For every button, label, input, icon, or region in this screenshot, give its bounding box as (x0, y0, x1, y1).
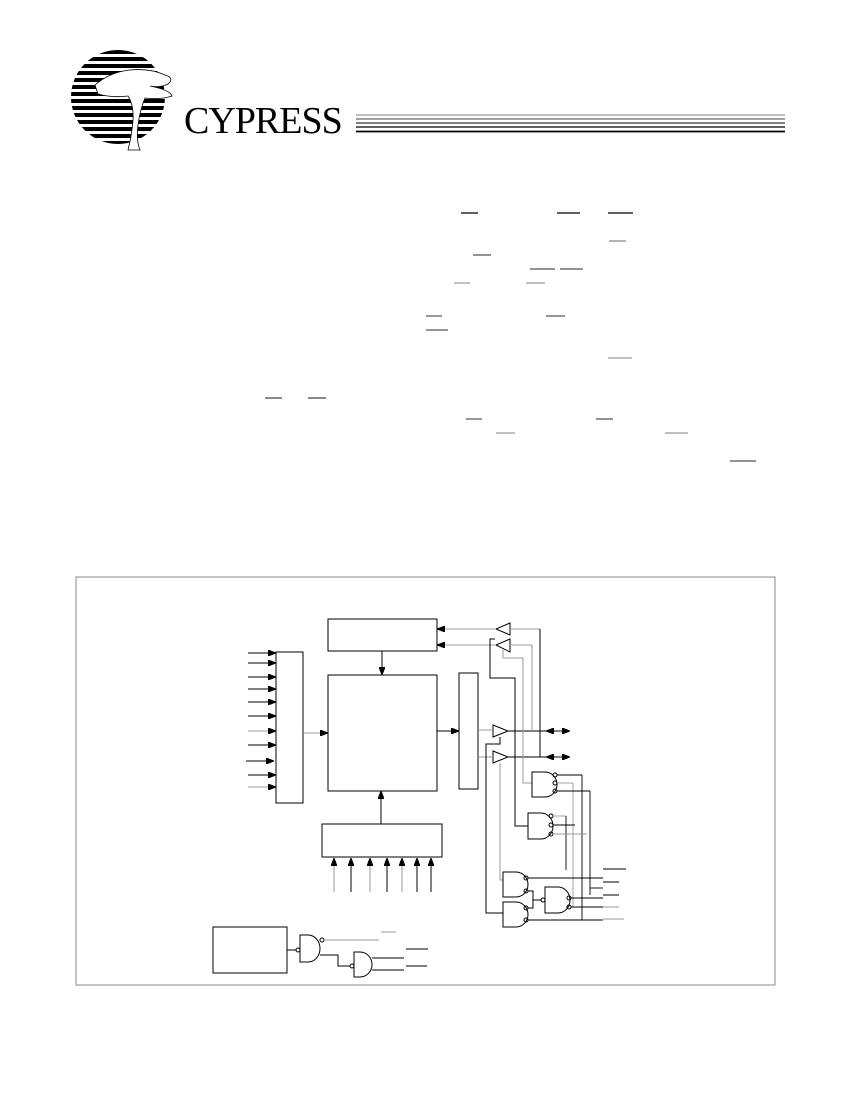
logic-gates (502, 771, 572, 928)
header-rule-lines (356, 114, 785, 133)
power-down-block (212, 926, 288, 974)
control-wiring (528, 774, 603, 921)
column-input-arrows (334, 858, 431, 892)
block-diagram (75, 576, 776, 986)
main-array-block (327, 674, 438, 792)
output-buffers (478, 724, 570, 764)
left-decoder-block (275, 651, 304, 804)
cypress-logo: CYPRESS (71, 50, 343, 151)
logo-tree-icon (94, 69, 173, 151)
power-down-gates (287, 931, 428, 978)
control-overlines (603, 868, 626, 920)
diagram-frame (75, 576, 776, 986)
logo-wordmark: CYPRESS (184, 100, 342, 142)
bottom-decoder-block (321, 823, 443, 858)
text-overlines (265, 212, 756, 462)
top-block (327, 618, 438, 652)
address-input-arrows (246, 653, 276, 787)
input-buffers (437, 622, 541, 827)
right-io-block (458, 672, 479, 790)
